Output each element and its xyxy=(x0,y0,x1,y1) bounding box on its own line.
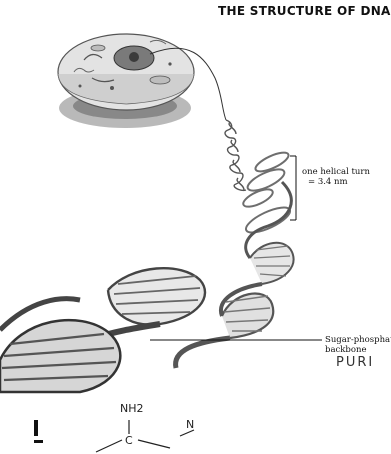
amino-group-label: NH2 xyxy=(120,402,144,415)
margin-mark xyxy=(34,420,38,436)
amino-group-text: NH2 xyxy=(120,402,144,415)
margin-mark xyxy=(34,440,43,443)
nitrogen-atom-label: N xyxy=(186,418,194,431)
helical-turn-line2: = 3.4 nm xyxy=(302,177,370,187)
vesicle xyxy=(168,62,171,65)
dna-double-helix xyxy=(0,182,294,392)
carbon-atom-label: C xyxy=(125,434,133,447)
backbone-label: Sugar-phosphat backbone xyxy=(325,335,391,355)
mitochondrion xyxy=(91,45,105,51)
backbone-line1: Sugar-phosphat xyxy=(325,335,391,345)
helical-turn-line1: one helical turn xyxy=(302,167,370,177)
purine-molecule xyxy=(96,420,194,452)
helical-turn-label: one helical turn = 3.4 nm xyxy=(302,167,370,187)
backbone-line2: backbone xyxy=(325,345,391,355)
helix-loops xyxy=(241,149,293,237)
mitochondrion xyxy=(150,76,170,84)
vesicle xyxy=(110,86,114,90)
nucleolus xyxy=(129,52,139,62)
purine-label: PURI xyxy=(336,355,374,370)
coiled-chromatin xyxy=(225,120,246,190)
vesicle xyxy=(79,85,82,88)
